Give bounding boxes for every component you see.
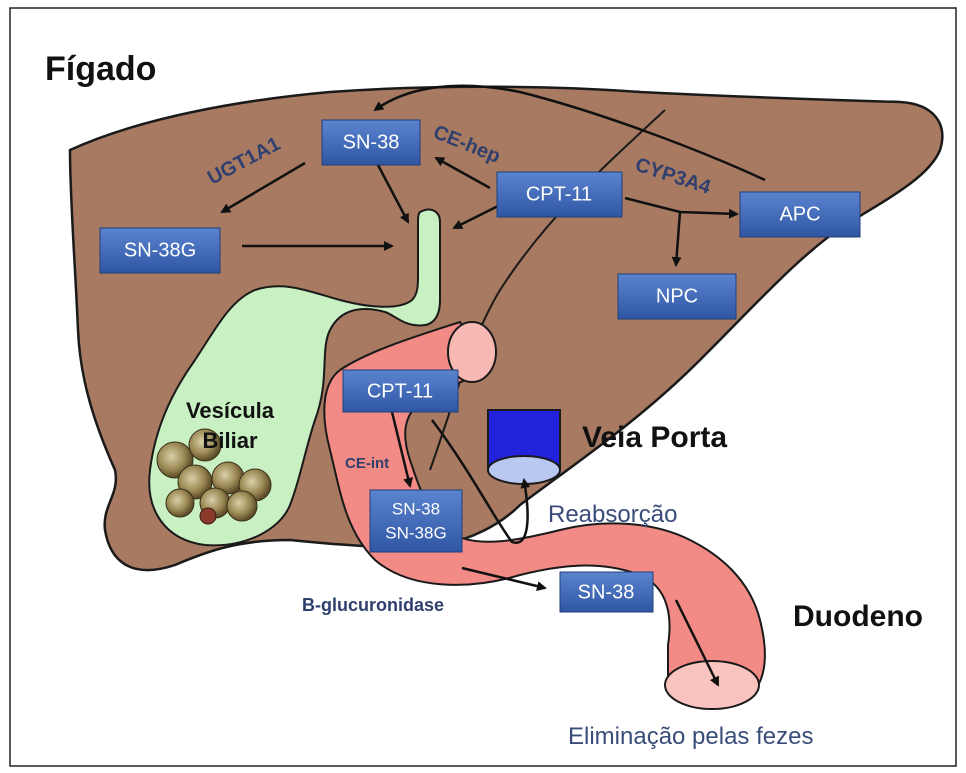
box-sn38g-liver-label: SN-38G — [124, 239, 196, 261]
box-sn38-duodenum: SN-38 — [560, 572, 653, 612]
box-npc-label: NPC — [656, 285, 698, 307]
box-sn38-liver: SN-38 — [322, 120, 420, 165]
label-gallbladder-line2: Biliar — [202, 428, 257, 453]
enzyme-ce-int: CE-int — [345, 455, 389, 472]
box-apc-label: APC — [779, 203, 820, 225]
box-sn38-gut-line1: SN-38 — [392, 499, 440, 518]
label-liver: Fígado — [45, 50, 156, 88]
box-sn38g-liver: SN-38G — [100, 228, 220, 273]
box-cpt11-gut: CPT-11 — [343, 370, 458, 412]
box-sn38-liver-label: SN-38 — [343, 131, 400, 153]
intestine-opening-bottom — [665, 661, 759, 709]
note-reabsorption: Reabsorção — [548, 501, 677, 528]
box-cpt11-gut-label: CPT-11 — [367, 380, 433, 402]
portal-vein — [488, 410, 560, 484]
box-sn38-sn38g-gut: SN-38 SN-38G — [370, 490, 462, 552]
label-duodenum: Duodeno — [793, 600, 923, 633]
enzyme-b-glucuronidase: B-glucuronidase — [302, 595, 444, 615]
box-cpt11-liver: CPT-11 — [497, 172, 622, 217]
box-apc: APC — [740, 192, 860, 237]
box-sn38-duodenum-label: SN-38 — [578, 581, 635, 603]
box-npc: NPC — [618, 274, 736, 319]
label-gallbladder-line1: Vesícula — [186, 398, 275, 423]
label-portal-vein: Veia Porta — [582, 421, 727, 454]
box-cpt11-liver-label: CPT-11 — [526, 183, 592, 205]
box-sn38-gut-line2: SN-38G — [385, 523, 446, 542]
note-elimination: Eliminação pelas fezes — [568, 723, 813, 750]
